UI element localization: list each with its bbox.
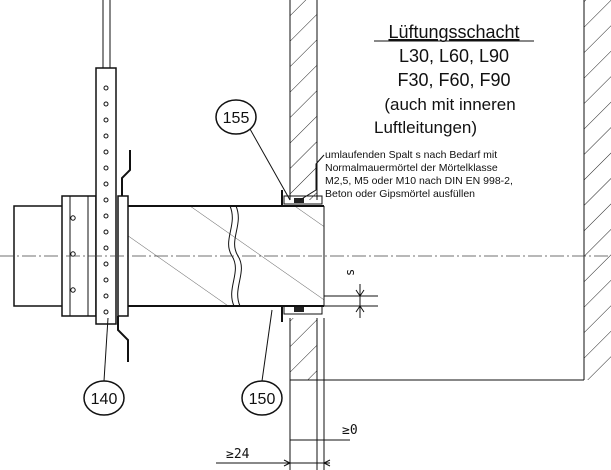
- callout-155: 155: [215, 99, 291, 201]
- callout-140-label: 140: [91, 391, 118, 408]
- dim-collar: ≥24: [216, 380, 331, 470]
- shaft-note-line1: (auch mit inneren: [384, 95, 515, 114]
- mortar-note-line3: M2,5, M5 oder M10 nach DIN EN 998-2,: [325, 175, 513, 187]
- callout-150-label: 150: [249, 391, 276, 408]
- shaft-classes-l: L30, L60, L90: [399, 46, 509, 66]
- mortar-note: umlaufenden Spalt s nach Bedarf mit Norm…: [299, 149, 513, 201]
- rail-holes: [103, 85, 109, 315]
- mounting-rail: [95, 0, 131, 362]
- callout-150: 150: [241, 309, 283, 416]
- callout-155-label: 155: [223, 110, 250, 127]
- mortar-note-leader: [299, 154, 325, 201]
- dim-wall-offset: ≥0: [290, 318, 358, 470]
- mortar-note-line4: Beton oder Gipsmörtel ausfüllen: [325, 188, 475, 200]
- shaft-wall-right: [583, 0, 611, 380]
- dim-gap-s: s: [324, 269, 378, 318]
- dim-wall-offset-label: ≥0: [342, 423, 358, 438]
- mortar-note-line2: Normalmauermörtel der Mörtelklasse: [325, 162, 498, 174]
- dim-gap-s-label: s: [343, 269, 357, 276]
- shaft-note-line2: Luftleitungen): [374, 118, 477, 137]
- shaft-title: Lüftungsschacht: [388, 22, 519, 42]
- callout-140: 140: [83, 317, 125, 416]
- dim-collar-label: ≥24: [226, 447, 250, 462]
- shaft-label-block: Lüftungsschacht L30, L60, L90 F30, F60, …: [374, 22, 534, 137]
- mortar-note-line1: umlaufenden Spalt s nach Bedarf mit: [325, 149, 497, 161]
- shaft-classes-f: F30, F60, F90: [397, 70, 510, 90]
- shaft-wall-left: [289, 0, 318, 381]
